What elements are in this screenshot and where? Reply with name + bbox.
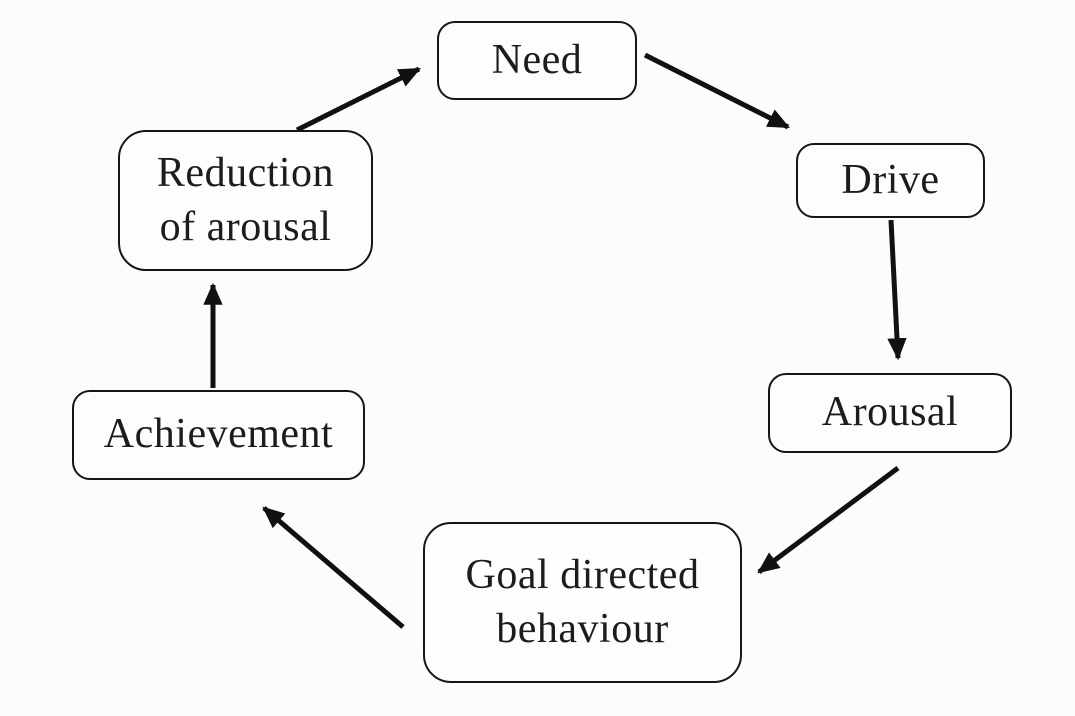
- node-goal-label-line2: behaviour: [496, 605, 669, 652]
- node-goal-label-line1: Goal directed: [465, 551, 700, 598]
- node-need: Need: [437, 21, 637, 100]
- node-need-label: Need: [491, 36, 583, 83]
- node-achievement: Achievement: [72, 390, 365, 480]
- arrow-goal-to-achievement: [262, 506, 405, 629]
- node-drive-label: Drive: [841, 156, 940, 203]
- node-reduction-label-line1: Reduction: [156, 149, 335, 196]
- node-arousal: Arousal: [768, 373, 1012, 453]
- arrow-drive-to-arousal: [887, 219, 907, 361]
- node-drive: Drive: [796, 143, 985, 218]
- node-reduction-of-arousal: Reduction of arousal: [118, 130, 373, 271]
- arrow-reduction-to-need: [295, 66, 421, 133]
- node-reduction-label-line2: of arousal: [159, 203, 332, 250]
- node-achievement-label: Achievement: [103, 411, 334, 458]
- node-arousal-label: Arousal: [821, 389, 959, 436]
- node-goal-directed-behaviour: Goal directed behaviour: [423, 522, 742, 683]
- arrow-arousal-to-goal: [757, 465, 900, 575]
- arrow-need-to-drive: [643, 52, 790, 130]
